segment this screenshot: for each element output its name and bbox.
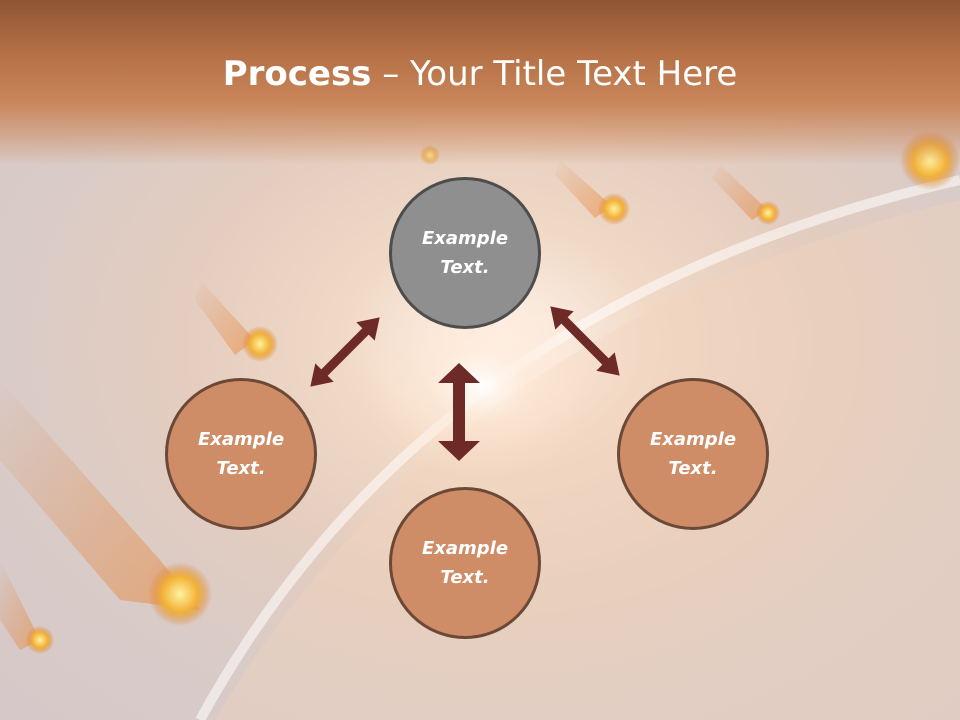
title-rest: – Your Title Text Here (371, 54, 738, 94)
node-left[interactable]: Example Text. (165, 378, 317, 530)
node-top[interactable]: Example Text. (389, 177, 541, 329)
slide-title: Process – Your Title Text Here (0, 52, 960, 96)
node-right[interactable]: Example Text. (617, 378, 769, 530)
node-bottom[interactable]: Example Text. (389, 487, 541, 639)
node-top-label: Example Text. (421, 228, 509, 278)
meteor-group (0, 130, 960, 654)
title-bold: Process (222, 54, 372, 94)
title-bar (0, 0, 960, 165)
node-bottom-label: Example Text. (421, 538, 509, 588)
node-left-label: Example Text. (197, 429, 285, 479)
node-right-label: Example Text. (649, 429, 737, 479)
